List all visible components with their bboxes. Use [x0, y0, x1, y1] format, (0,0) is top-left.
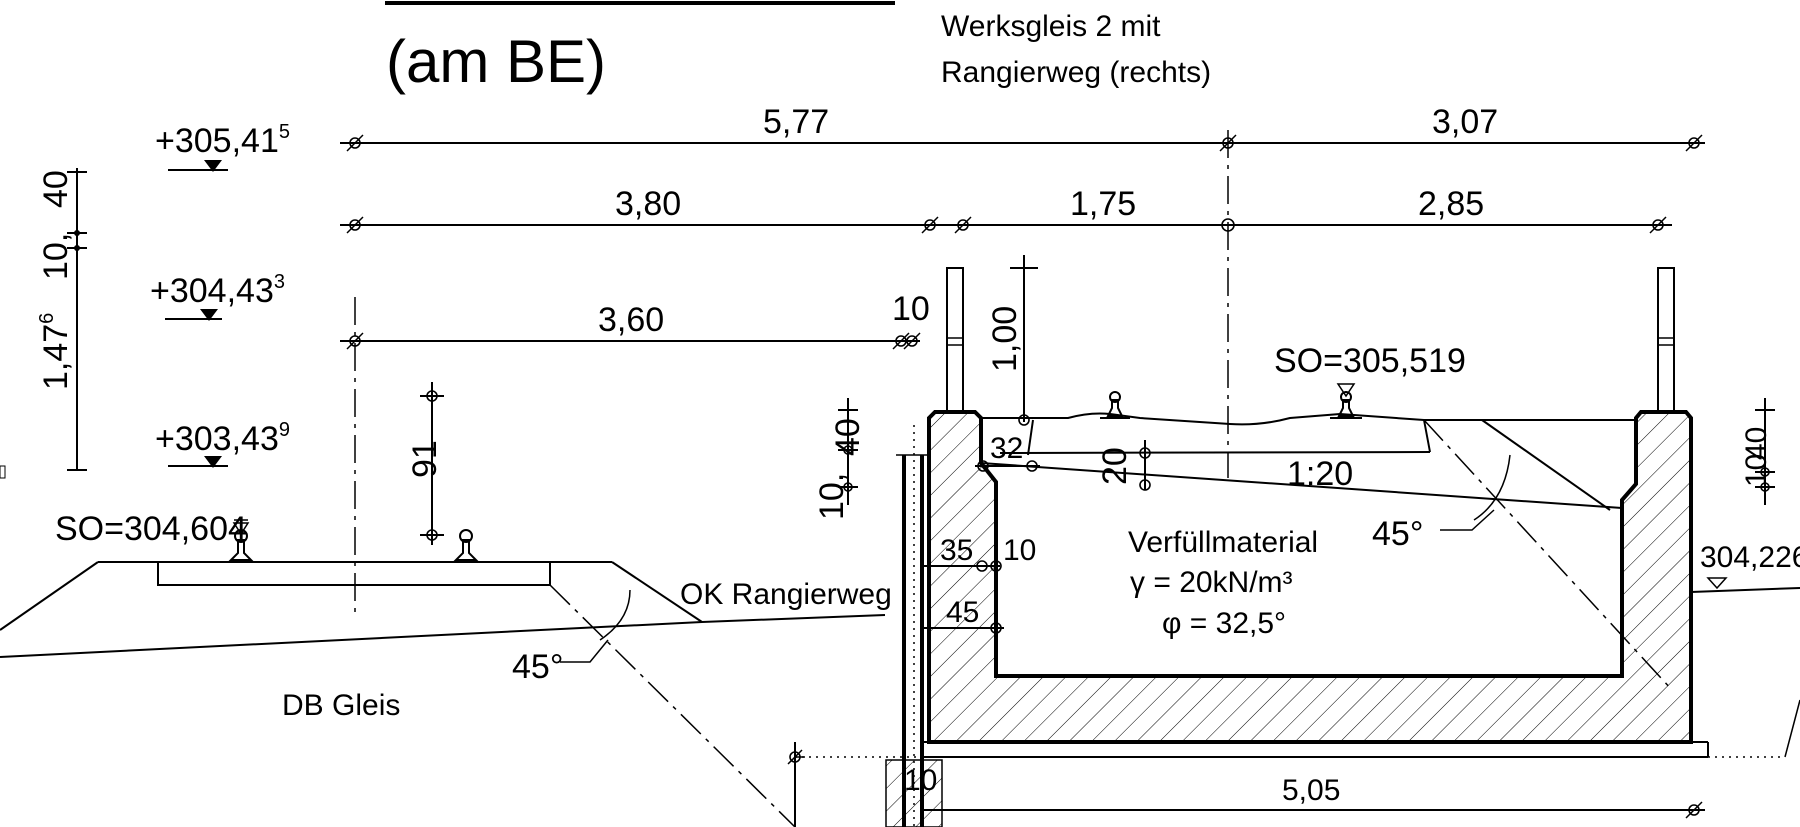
dim-10-wall: 10 — [1003, 534, 1036, 567]
rail-profile-left-2 — [445, 529, 488, 563]
dim-380: 3,80 — [615, 185, 681, 223]
ballast-surface — [981, 412, 1636, 426]
level-triangle-left — [232, 522, 250, 536]
level-marker-low: +303,439 — [155, 419, 290, 468]
dim-left-10: 10, — [37, 233, 75, 280]
dim-307: 3,07 — [1432, 103, 1498, 141]
angle-arc-left — [599, 589, 631, 641]
dim-32: 32 — [990, 432, 1023, 465]
angle-label-left: 45° — [512, 648, 563, 686]
dim-175: 1,75 — [1070, 185, 1136, 223]
railing-post-left — [946, 267, 964, 413]
svg-text:+303,439: +303,439 — [155, 419, 290, 458]
dim-35: 35 — [940, 534, 973, 567]
dim-left-40: 40 — [37, 170, 75, 208]
drain-slope-line — [980, 462, 1623, 509]
edge-marker — [0, 465, 6, 479]
dim-40-right: 40 — [1740, 427, 1773, 460]
level-marker-top: +305,415 — [155, 121, 290, 172]
db-gleis-label: DB Gleis — [282, 689, 400, 722]
dimension-line-row-2 — [340, 216, 1672, 234]
level-triangle-far-right — [1706, 577, 1728, 590]
drawing-subtitle: (am BE) — [386, 28, 606, 95]
dim-100: 1,00 — [986, 306, 1024, 372]
dimension-35 — [922, 560, 1002, 572]
dimension-91 — [420, 382, 444, 545]
dim-10-bottom: 10 — [904, 764, 937, 797]
dimension-line-row-1 — [340, 134, 1705, 152]
dim-505: 5,05 — [1282, 774, 1340, 807]
elevation-so-right: SO=305,519 — [1274, 342, 1466, 380]
dim-10-top: 10 — [892, 290, 930, 328]
dim-577: 5,77 — [763, 103, 829, 141]
fill-material-name: Verfüllmaterial — [1128, 526, 1318, 559]
rail-profile-right-2 — [1330, 391, 1362, 419]
svg-text:+304,433: +304,433 — [150, 271, 285, 310]
dim-20: 20 — [1096, 447, 1134, 485]
elevation-so-left: SO=304,604 — [55, 510, 247, 548]
dim-285: 2,85 — [1418, 185, 1484, 223]
rail-profile-left-1 — [220, 529, 262, 563]
elevation-right-level: 304,226 — [1700, 541, 1800, 574]
db-track-embankment — [0, 561, 886, 658]
dim-360: 3,60 — [598, 301, 664, 339]
rail-profile-right-1 — [1100, 391, 1130, 419]
dimension-line-row-3 — [340, 332, 921, 350]
dim-91: 91 — [406, 440, 444, 478]
dimension-45 — [922, 622, 1004, 634]
dim-10-mid: 10, — [813, 473, 851, 520]
track-caption-line-2: Rangierweg (rechts) — [941, 56, 1211, 89]
dim-45: 45 — [946, 596, 979, 629]
fill-material-gamma: γ = 20kN/m³ — [1130, 566, 1293, 599]
dim-left-147: 1,476 — [36, 313, 75, 390]
slope-label: 1:20 — [1287, 455, 1353, 493]
dimension-mid-vertical — [838, 398, 858, 505]
pile-footing — [885, 759, 943, 827]
angle-label-right: 45° — [1372, 515, 1423, 553]
dim-40-mid: 40 — [829, 418, 867, 456]
fill-material-phi: φ = 32,5° — [1162, 607, 1286, 640]
dimension-32 — [975, 460, 1040, 472]
load-spread-line-right — [1423, 419, 1673, 691]
ok-rangierweg-label: OK Rangierweg — [680, 578, 892, 611]
dimension-right-vertical — [1755, 398, 1775, 505]
dimension-100 — [1010, 255, 1038, 426]
level-marker-mid: +304,433 — [150, 271, 285, 321]
dim-10-right: 10 — [1740, 454, 1773, 487]
dimension-505 — [787, 742, 1705, 827]
angle-arc-right — [1473, 454, 1511, 521]
svg-text:+305,415: +305,415 — [155, 121, 290, 160]
track-caption-line-1: Werksgleis 2 mit — [941, 10, 1161, 43]
load-spread-line-left — [549, 584, 796, 827]
trough-concrete-section — [927, 410, 1693, 744]
level-triangle-right — [1336, 383, 1356, 398]
left-vertical-dimension — [67, 168, 87, 471]
dimension-20 — [1139, 440, 1151, 491]
railing-post-right — [1657, 267, 1675, 413]
